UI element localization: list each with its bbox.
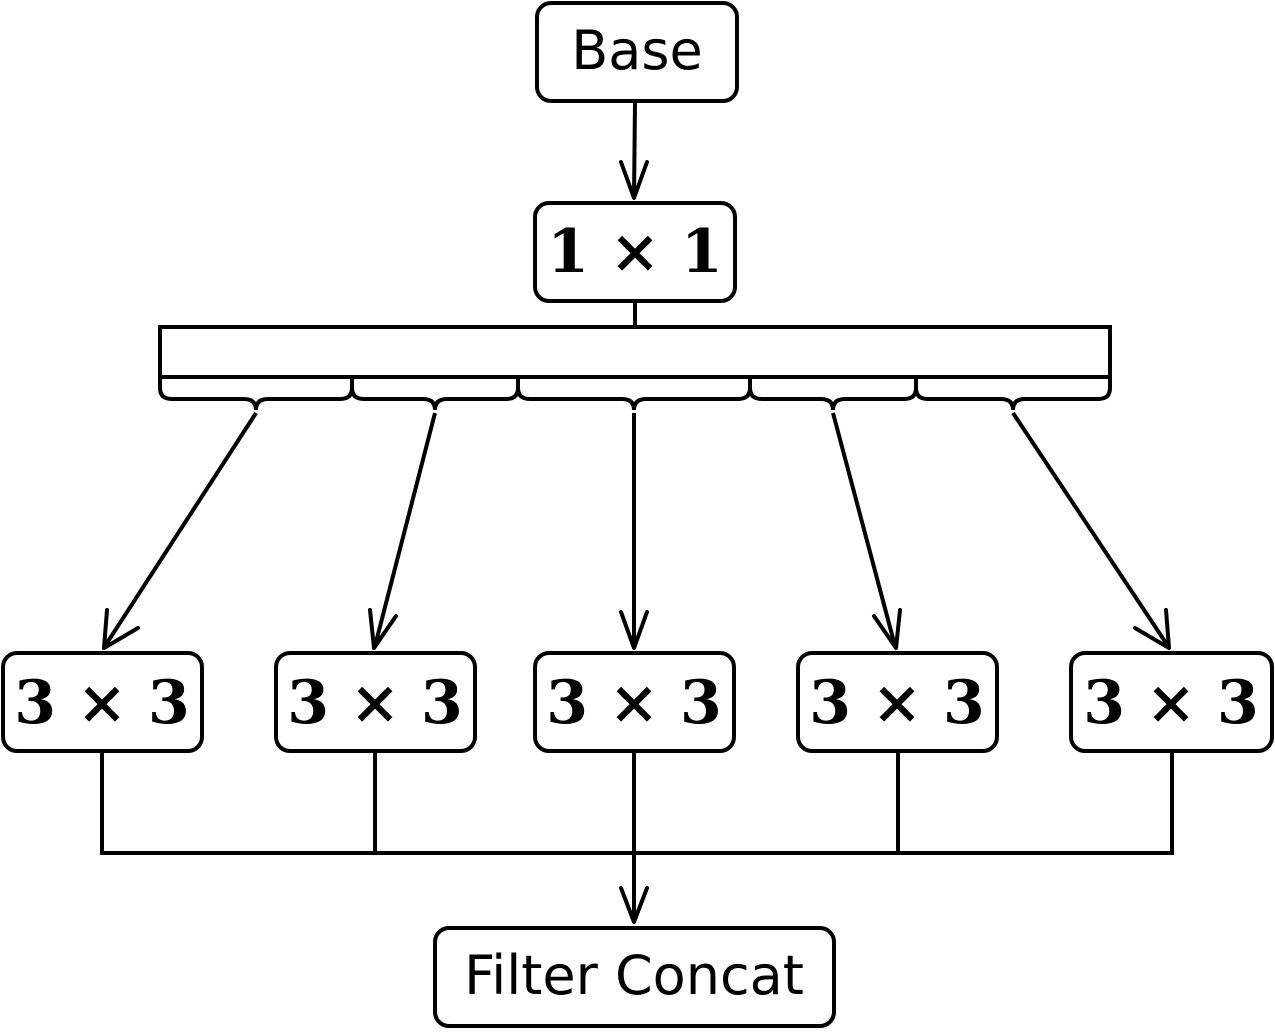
conv3x3-node-5: 3 × 3 (1069, 651, 1274, 753)
edge-brace-to-3x3-1 (102, 411, 258, 650)
edge-base-to-1x1 (619, 102, 649, 200)
channel-group-braces (158, 377, 1112, 411)
conv3x3-label-1: 3 × 3 (14, 668, 190, 738)
conv3x3-label-3: 3 × 3 (546, 668, 722, 738)
brace-1 (158, 377, 354, 411)
edge-brace-to-3x3-4 (831, 412, 902, 650)
base-node: Base (535, 1, 739, 103)
edge-brace-to-3x3-2 (368, 412, 437, 650)
conv3x3-node-3: 3 × 3 (533, 651, 736, 753)
conv3x3-node-2: 3 × 3 (274, 651, 477, 753)
brace-2 (350, 377, 520, 411)
merge-connector (100, 751, 1174, 924)
filter-concat-node: Filter Concat (433, 926, 836, 1028)
brace-4 (748, 377, 918, 411)
base-label: Base (571, 19, 703, 82)
edge-brace-to-3x3-3 (619, 413, 649, 650)
conv3x3-label-2: 3 × 3 (287, 668, 463, 738)
filter-concat-label: Filter Concat (464, 944, 804, 1007)
brace-3 (516, 377, 752, 411)
conv3x3-node-1: 3 × 3 (1, 651, 204, 753)
conv3x3-label-5: 3 × 3 (1083, 668, 1259, 738)
brace-5 (914, 377, 1112, 411)
conv1x1-label: 1 × 1 (547, 217, 723, 287)
conv3x3-label-4: 3 × 3 (809, 668, 985, 738)
channel-bar (158, 325, 1112, 379)
conv1x1-node: 1 × 1 (533, 201, 737, 303)
edge-brace-to-3x3-5 (1011, 411, 1171, 650)
conv3x3-node-4: 3 × 3 (796, 651, 999, 753)
